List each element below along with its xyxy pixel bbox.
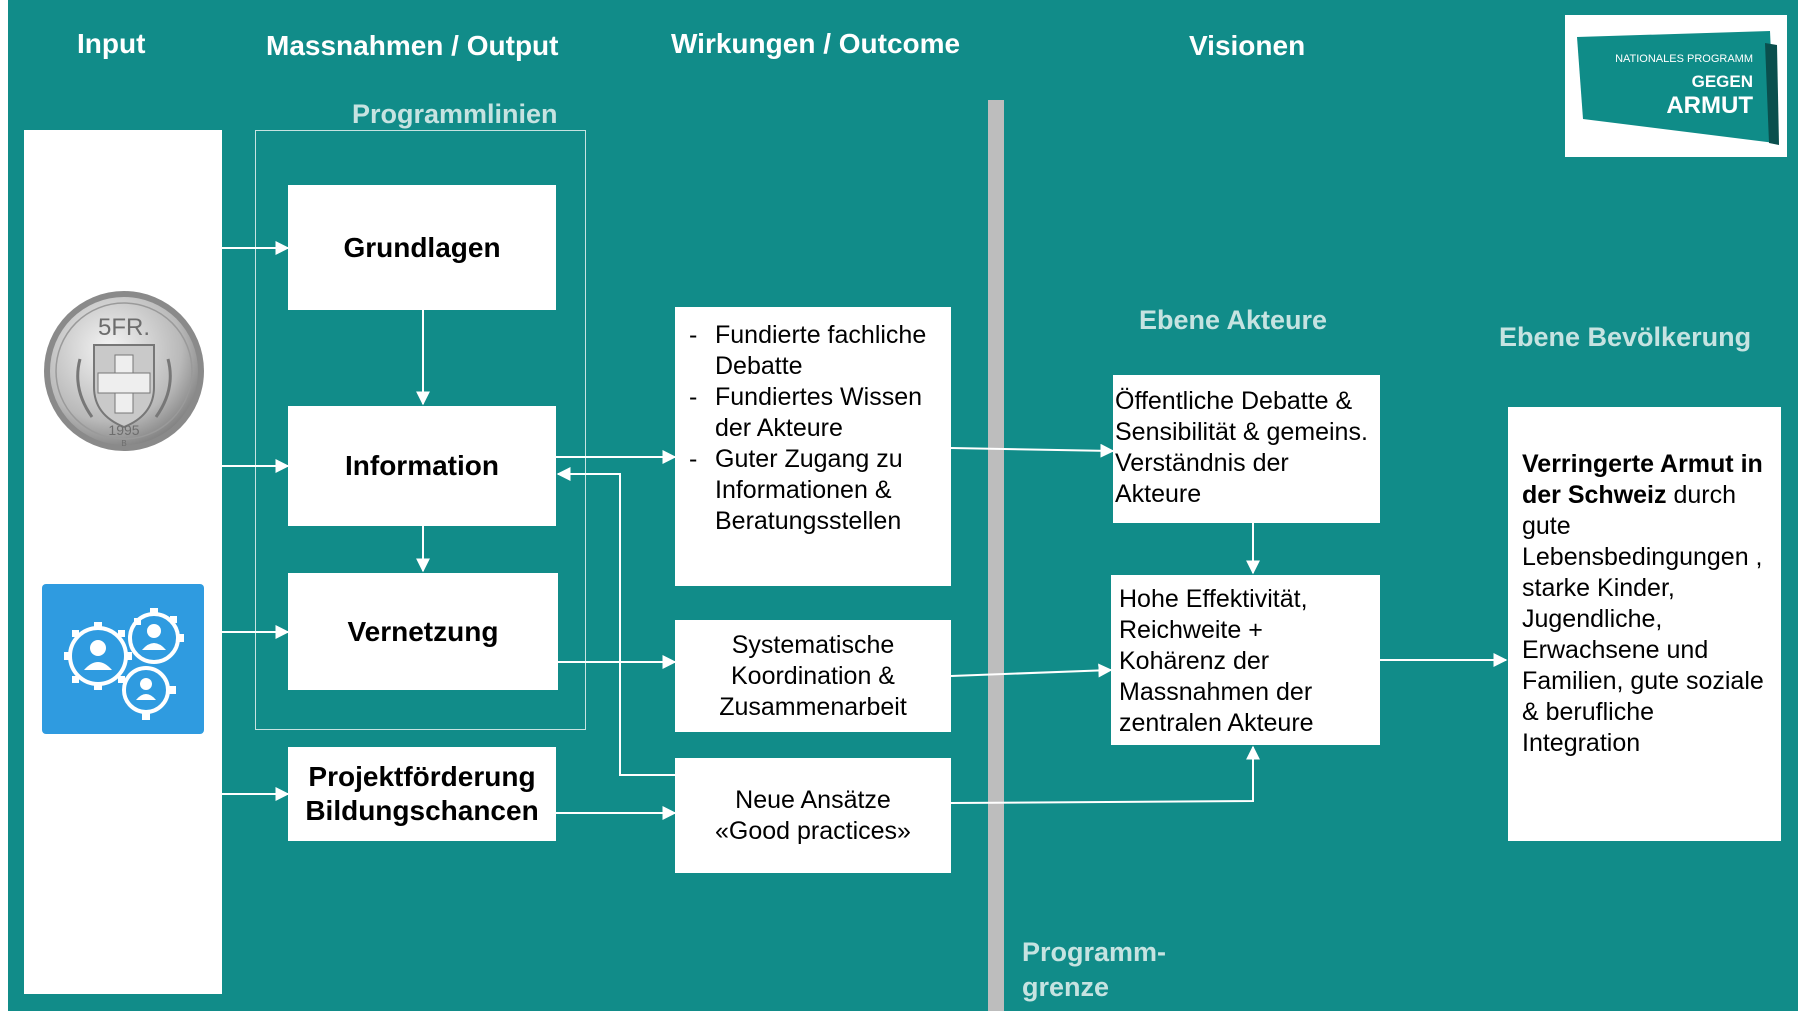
fundiert-list: Fundierte fachliche Debatte Fundiertes W… xyxy=(675,320,951,537)
projekt-line2: Bildungschancen xyxy=(305,795,539,826)
programmlinien-frame xyxy=(255,130,586,730)
header-input: Input xyxy=(77,28,146,59)
logo-line3: ARMUT xyxy=(1666,92,1753,119)
box-oeffentliche-debatte: Öffentliche Debatte & Sensibilität & gem… xyxy=(1113,375,1380,523)
box-grundlagen: Grundlagen xyxy=(288,185,556,310)
coin-year: 1995 xyxy=(108,422,139,438)
programmgrenze-line xyxy=(988,100,1004,1011)
coin-mint: B xyxy=(121,439,126,448)
header-wirkungen: Wirkungen / Outcome xyxy=(671,28,961,59)
label-programmlinien: Programmlinien xyxy=(352,99,558,129)
arrow-neue-effektivitaet xyxy=(950,745,1260,804)
neue-line2: «Good practices» xyxy=(715,816,911,845)
programmgrenze-line1: Programm- xyxy=(1022,937,1167,967)
label-ebene-bevoelkerung: Ebene Bevölkerung xyxy=(1499,322,1752,352)
fundiert-item-2: Fundiertes Wissen der Akteure xyxy=(675,382,951,444)
fundiert-item-1: Fundierte fachliche Debatte xyxy=(675,320,951,382)
vision-text: durch gute Lebensbedingungen , starke Ki… xyxy=(1522,481,1764,757)
arrow-fundiert-debatte xyxy=(950,443,1115,458)
programmgrenze-line2: grenze xyxy=(1022,972,1110,1002)
diagram-canvas: Input Massnahmen / Output Wirkungen / Ou… xyxy=(8,0,1798,1011)
logo-line1: NATIONALES PROGRAMM xyxy=(1615,53,1753,65)
label-programmgrenze: Programm- grenze xyxy=(1022,935,1166,1005)
coin-denomination: 5FR. xyxy=(98,314,150,341)
vision-bold: Verringerte Armut in der Schweiz xyxy=(1522,450,1763,509)
neue-line1: Neue Ansätze xyxy=(735,785,891,814)
people-gears-icon xyxy=(42,584,204,734)
connector-arrows xyxy=(222,241,1508,820)
logo-line2: GEGEN xyxy=(1692,72,1753,91)
box-neue-ansaetze: Neue Ansätze «Good practices» xyxy=(675,758,951,873)
projekt-line1: Projektförderung xyxy=(308,761,536,792)
arrow-koordination-effektivitaet xyxy=(950,663,1113,678)
box-vision: Verringerte Armut in der Schweiz durch g… xyxy=(1508,407,1781,841)
fundiert-item-3: Guter Zugang zu Informationen & Beratung… xyxy=(675,444,951,537)
input-panel xyxy=(24,130,222,994)
box-information: Information xyxy=(288,406,556,526)
header-massnahmen: Massnahmen / Output xyxy=(266,30,559,61)
logo-panel: NATIONALES PROGRAMM GEGEN ARMUT xyxy=(1565,15,1787,157)
label-ebene-akteure: Ebene Akteure xyxy=(1139,305,1328,335)
coin-icon: 5FR. 1995 B xyxy=(44,291,204,451)
box-koordination: Systematische Koordination & Zusammenarb… xyxy=(675,620,951,732)
box-projektfoerderung: Projektförderung Bildungschancen xyxy=(288,747,556,841)
arrow-neue-information xyxy=(556,467,675,776)
logo-icon: NATIONALES PROGRAMM GEGEN ARMUT xyxy=(1577,31,1779,145)
box-fundiert: Fundierte fachliche Debatte Fundiertes W… xyxy=(675,307,951,586)
header-visionen: Visionen xyxy=(1189,30,1306,61)
box-vernetzung: Vernetzung xyxy=(288,573,558,690)
box-effektivitaet: Hohe Effektivität, Reichweite + Kohärenz… xyxy=(1111,575,1380,745)
